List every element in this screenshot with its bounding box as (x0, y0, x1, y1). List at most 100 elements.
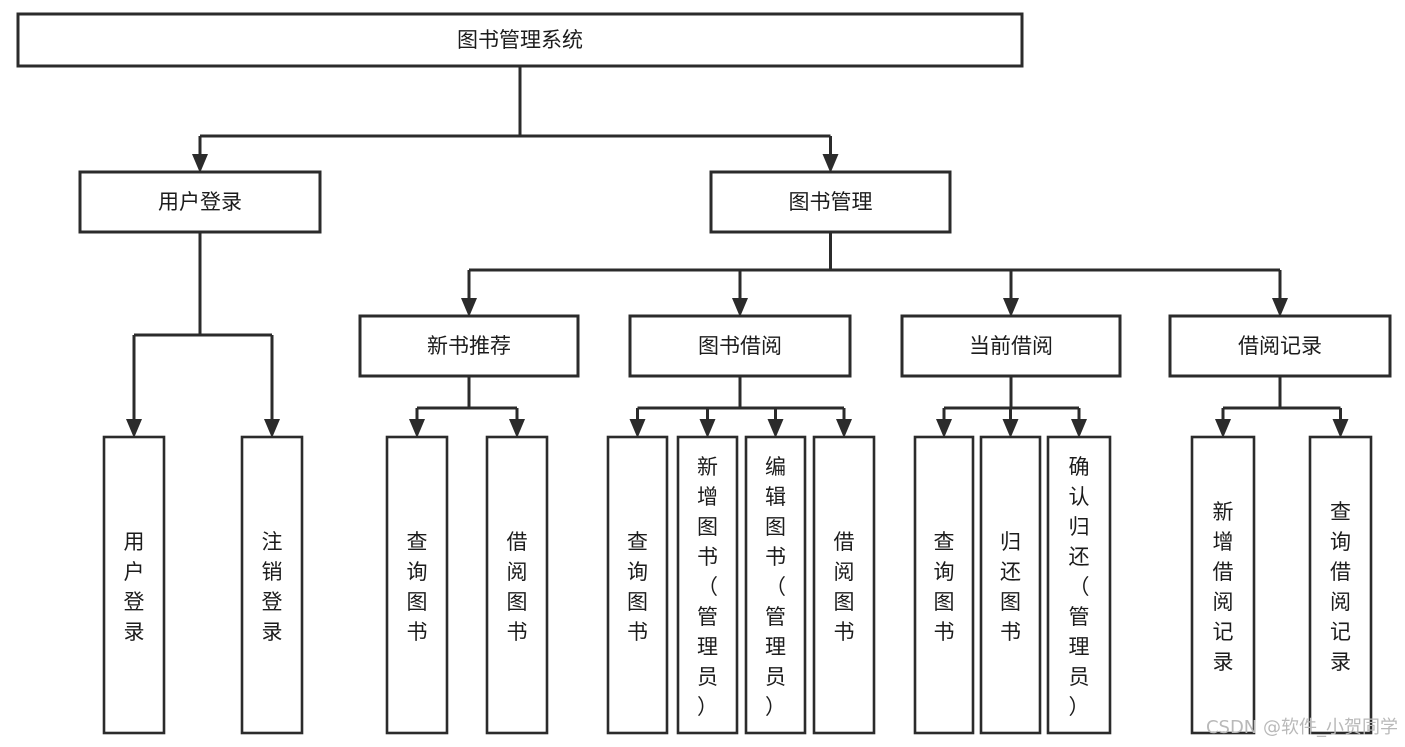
node-layer: 图书管理系统用户登录图书管理新书推荐图书借阅当前借阅借阅记录用户登录注销登录查询… (16, 12, 1392, 735)
node-label: 查询图书 (627, 530, 648, 644)
node-box[interactable] (485, 435, 549, 735)
node-leaf-current-confirm-return[interactable]: 确认归还（管理员） (1046, 435, 1112, 735)
arrow-head-icon (1215, 419, 1231, 438)
node-label-char: （ (697, 575, 718, 599)
connector-group-borrow-record (1215, 376, 1349, 438)
node-label-char: （ (765, 575, 786, 599)
node-label-char: 书 (1000, 620, 1021, 644)
node-label-char: 注 (262, 530, 283, 554)
node-label-char: 询 (1330, 530, 1351, 554)
node-label: 图书管理系统 (457, 28, 583, 52)
connector-group-root (192, 66, 839, 173)
node-leaf-rec-query-book[interactable]: 查询图书 (385, 435, 449, 735)
node-label-char: 借 (834, 530, 855, 554)
connector-layer (126, 66, 1349, 438)
node-box[interactable] (812, 435, 876, 735)
arrow-head-icon (409, 419, 425, 438)
node-label-char: 阅 (1330, 590, 1351, 614)
node-box[interactable] (78, 170, 322, 234)
node-label-char: 询 (627, 560, 648, 584)
node-label: 当前借阅 (969, 334, 1053, 358)
node-label-char: 编 (765, 455, 786, 479)
node-label-char: 图 (627, 590, 648, 614)
node-box[interactable] (676, 435, 739, 735)
node-label-char: 归 (1069, 515, 1090, 539)
node-box[interactable] (606, 435, 669, 735)
node-label-char: 理 (765, 635, 786, 659)
node-leaf-borrow-borrow-book[interactable]: 借阅图书 (812, 435, 876, 735)
node-box[interactable] (709, 170, 952, 234)
arrow-head-icon (1003, 298, 1019, 317)
node-box[interactable] (240, 435, 304, 735)
node-label-char: 询 (407, 560, 428, 584)
node-root[interactable]: 图书管理系统 (16, 12, 1024, 68)
node-label-char: 图 (834, 590, 855, 614)
node-label-char: 图 (1000, 590, 1021, 614)
node-label: 借阅图书 (507, 530, 528, 644)
node-box[interactable] (385, 435, 449, 735)
node-label: 借阅图书 (834, 530, 855, 644)
node-leaf-borrow-query-book[interactable]: 查询图书 (606, 435, 669, 735)
node-leaf-current-query-book[interactable]: 查询图书 (913, 435, 975, 735)
node-label-char: 录 (1213, 650, 1234, 674)
node-label-char: （ (1069, 575, 1090, 599)
node-label-char: 用 (124, 530, 145, 554)
connector-group-user-login (126, 232, 280, 438)
node-label-char: 辑 (765, 485, 786, 509)
node-label-char: 图 (765, 515, 786, 539)
node-label: 新增图书（管理员） (697, 455, 718, 719)
node-box[interactable] (358, 314, 580, 378)
node-label-char: ） (765, 695, 786, 719)
node-leaf-user-login[interactable]: 用户登录 (102, 435, 166, 735)
node-label-char: 书 (765, 545, 786, 569)
node-label-char: 书 (834, 620, 855, 644)
arrow-head-icon (192, 154, 208, 173)
node-box[interactable] (1046, 435, 1112, 735)
node-label-char: 管 (765, 605, 786, 629)
node-book-manage[interactable]: 图书管理 (709, 170, 952, 234)
node-leaf-record-query[interactable]: 查询借阅记录 (1308, 435, 1373, 735)
node-new-book-rec[interactable]: 新书推荐 (358, 314, 580, 378)
node-leaf-current-return-book[interactable]: 归还图书 (979, 435, 1042, 735)
node-box[interactable] (628, 314, 852, 378)
node-box[interactable] (979, 435, 1042, 735)
node-label: 查询图书 (934, 530, 955, 644)
node-leaf-rec-borrow-book[interactable]: 借阅图书 (485, 435, 549, 735)
node-box[interactable] (16, 12, 1024, 68)
arrow-head-icon (126, 419, 142, 438)
node-leaf-user-logout[interactable]: 注销登录 (240, 435, 304, 735)
connector-group-new-book-rec (409, 376, 525, 438)
node-label: 查询图书 (407, 530, 428, 644)
node-box[interactable] (913, 435, 975, 735)
node-box[interactable] (102, 435, 166, 735)
node-box[interactable] (744, 435, 807, 735)
arrow-head-icon (1002, 419, 1019, 438)
connector-group-current-borrow (936, 376, 1087, 438)
node-label-char: ） (697, 695, 718, 719)
node-label: 新书推荐 (427, 334, 511, 358)
connector-group-book-borrow (629, 376, 852, 438)
node-label-char: 增 (1213, 530, 1234, 554)
node-leaf-borrow-add-book[interactable]: 新增图书（管理员） (676, 435, 739, 735)
node-leaf-borrow-edit-book[interactable]: 编辑图书（管理员） (744, 435, 807, 735)
arrow-head-icon (264, 419, 280, 438)
node-label-char: 书 (697, 545, 718, 569)
node-leaf-record-add[interactable]: 新增借阅记录 (1190, 435, 1256, 735)
node-box[interactable] (1168, 314, 1392, 378)
node-label-char: 书 (507, 620, 528, 644)
node-user-login[interactable]: 用户登录 (78, 170, 322, 234)
node-current-borrow[interactable]: 当前借阅 (900, 314, 1122, 378)
node-label-char: 管 (1069, 605, 1090, 629)
node-label-char: 阅 (1213, 590, 1234, 614)
arrow-head-icon (836, 419, 852, 438)
node-borrow-record[interactable]: 借阅记录 (1168, 314, 1392, 378)
node-book-borrow[interactable]: 图书借阅 (628, 314, 852, 378)
node-label-char: 查 (627, 530, 648, 554)
arrow-head-icon (732, 298, 748, 317)
node-box[interactable] (1308, 435, 1373, 735)
node-box[interactable] (900, 314, 1122, 378)
node-box[interactable] (1190, 435, 1256, 735)
node-label-char: 员 (697, 665, 718, 689)
node-label-char: 查 (1330, 500, 1351, 524)
